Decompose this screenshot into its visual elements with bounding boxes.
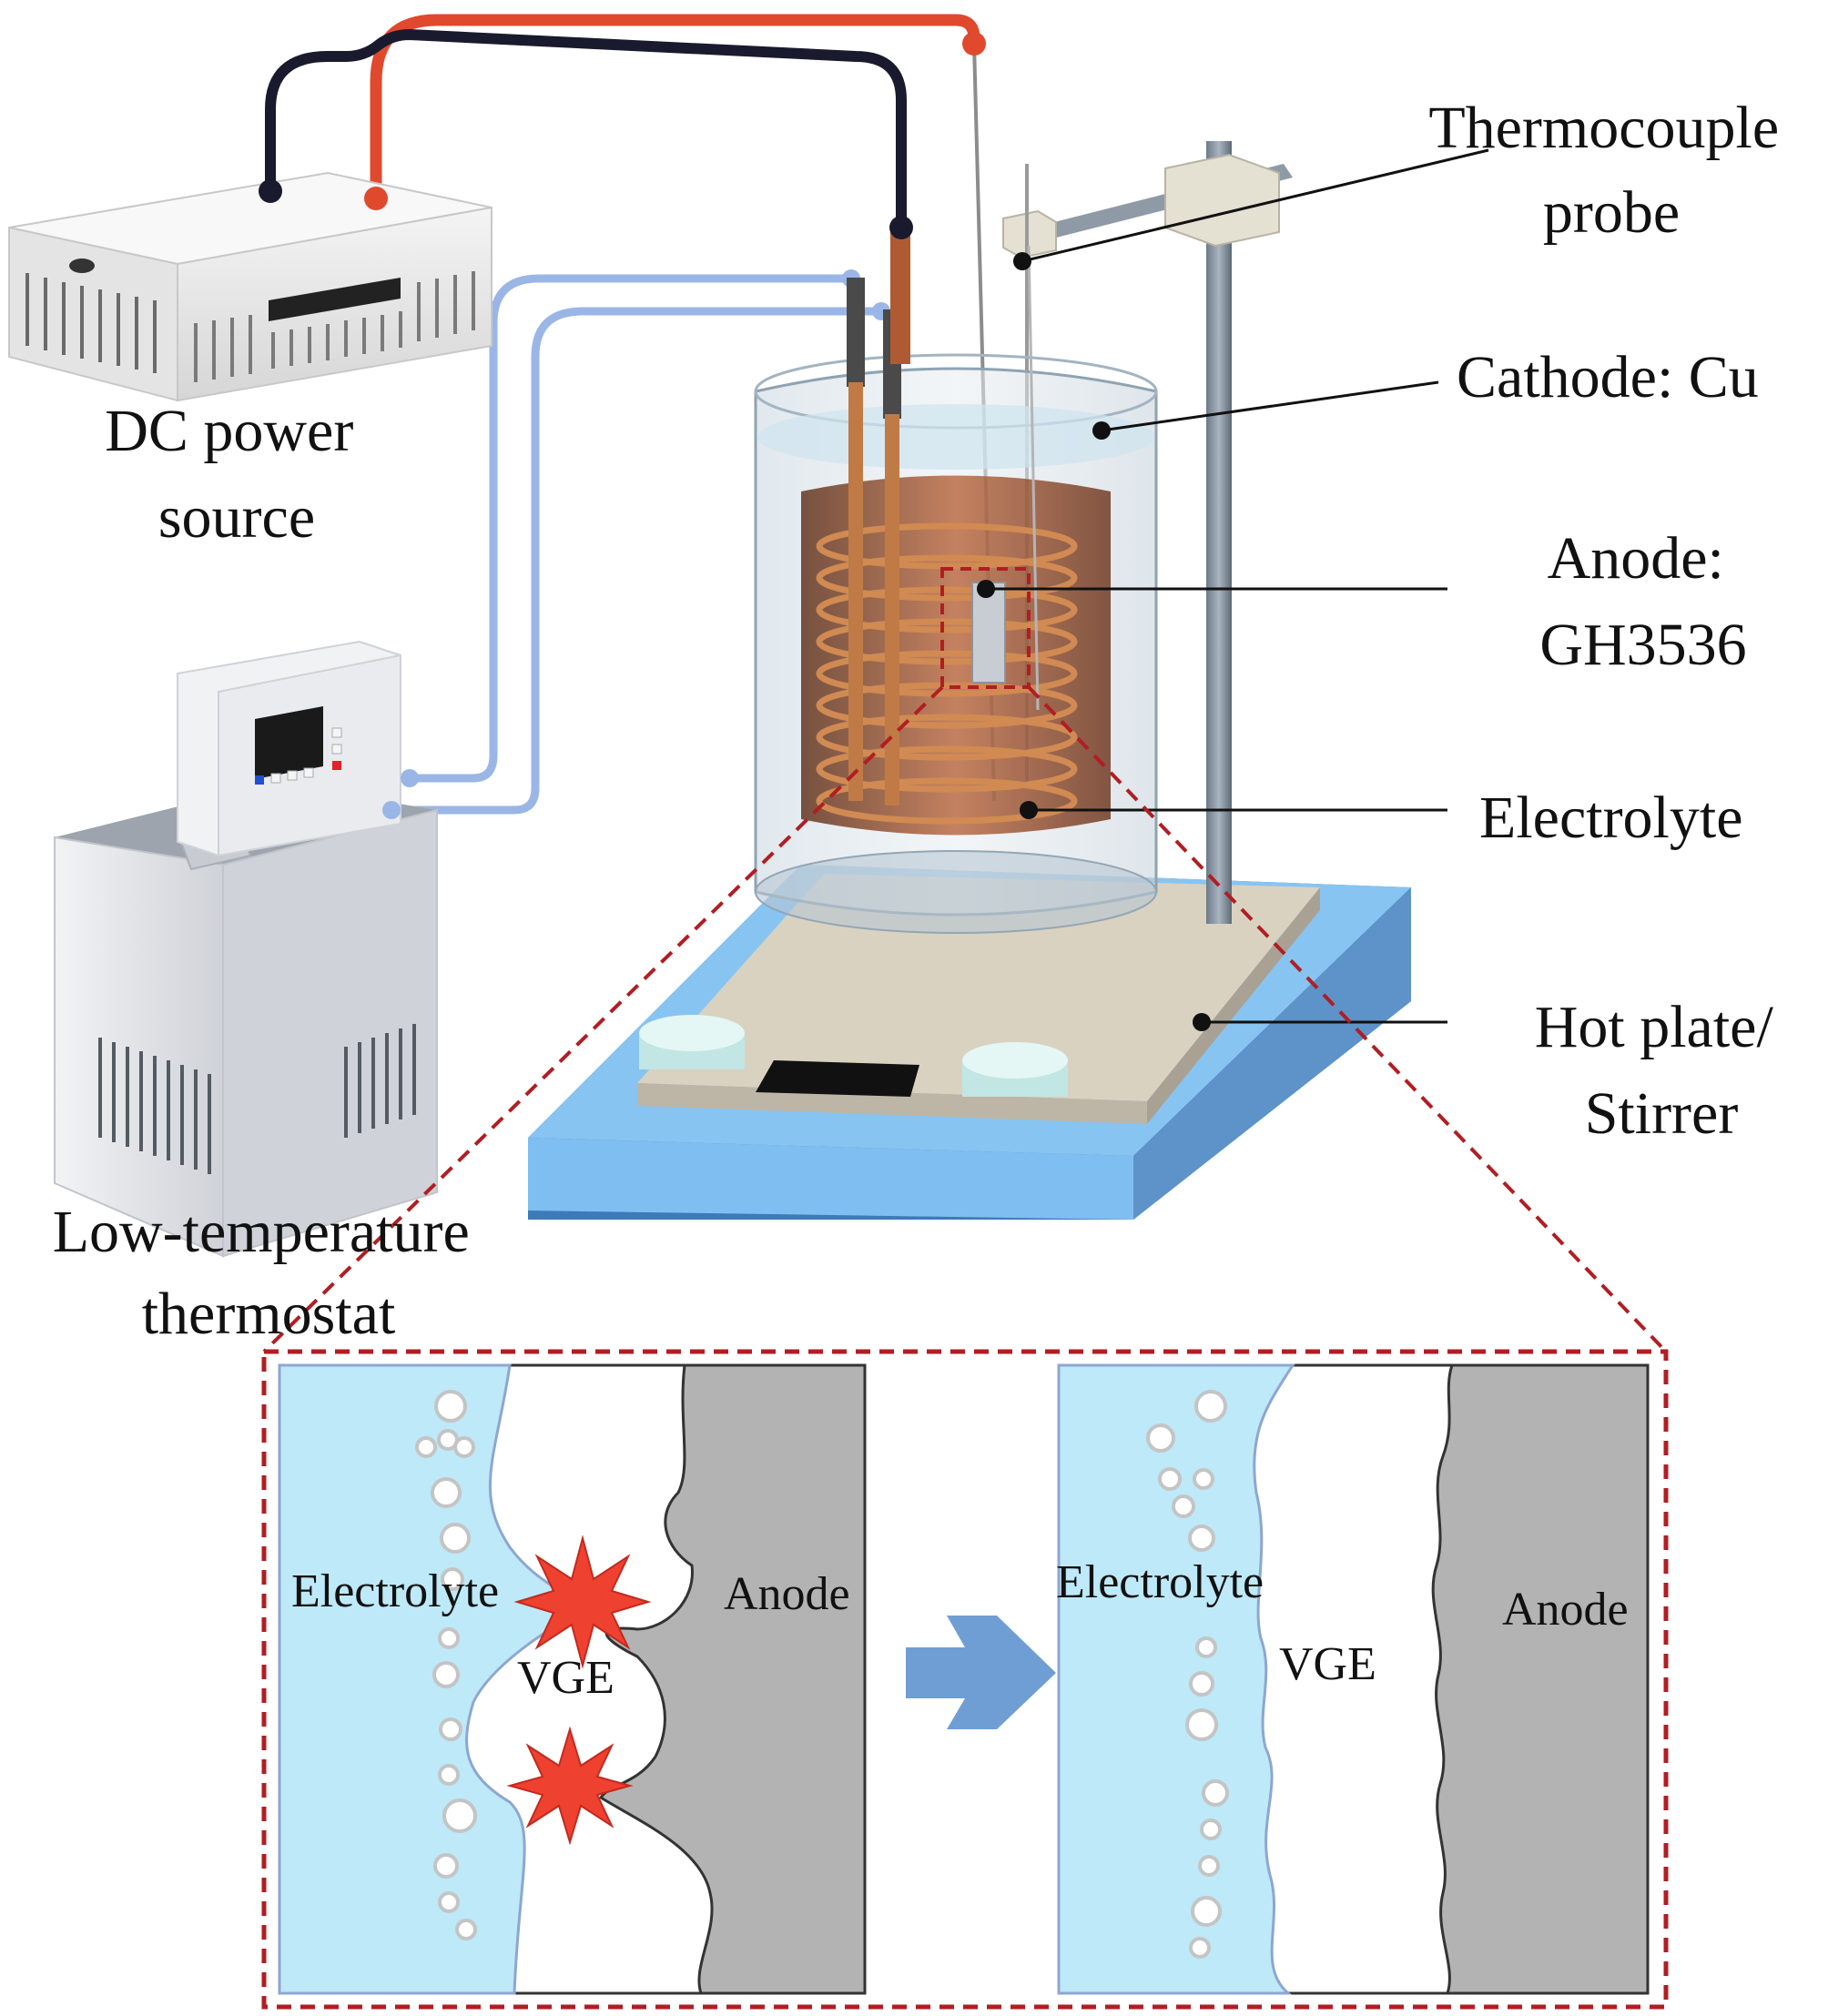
dc-terminal-black	[259, 179, 282, 203]
right-electrolyte-text: Electrolyte	[1056, 1556, 1264, 1608]
left-electrolyte-text: Electrolyte	[291, 1565, 499, 1617]
beaker-bottom	[755, 850, 1157, 934]
dc-power-knob	[69, 258, 95, 273]
thermocouple-label: Thermocouple probe	[1428, 95, 1793, 246]
dc-vents-left	[25, 273, 157, 373]
dc-display	[269, 278, 401, 321]
right-anode-text: Anode	[1502, 1584, 1629, 1636]
transition-arrow	[906, 1616, 1056, 1729]
red-wire-terminal	[962, 32, 986, 56]
thermocouple-pointer-dot	[1013, 252, 1031, 270]
beaker	[754, 216, 1158, 934]
callout-leaders	[986, 148, 1489, 1024]
right-electrolyte-region	[1057, 1363, 1295, 1995]
hotplate-pointer-dot	[1193, 1013, 1211, 1031]
cathode-terminal	[889, 216, 913, 239]
dc-vents-front	[194, 271, 475, 382]
left-anode-text: Anode	[724, 1568, 850, 1620]
anode-pointer-dot	[977, 580, 995, 598]
electrolyte-label: Electrolyte	[1479, 785, 1743, 851]
anode-zoom-box	[940, 567, 1031, 689]
probe-clamp	[1002, 209, 1057, 259]
red-wire	[370, 14, 980, 198]
coolant-tube-upper	[410, 274, 851, 783]
right-vge-text: VGE	[1279, 1638, 1376, 1690]
inset-left-panel: Electrolyte VGE Anode	[278, 1363, 867, 1995]
inset-right-panel: Electrolyte VGE Anode	[1056, 1363, 1650, 1995]
hot-plate-stirrer	[528, 865, 1411, 1220]
thermostat-port-lower	[382, 801, 401, 819]
left-anode-region	[598, 1363, 867, 1995]
dc-power-source	[8, 171, 493, 402]
zoom-projection	[262, 685, 1668, 1353]
low-temperature-thermostat	[54, 640, 438, 1258]
coolant-tube-lower	[391, 307, 881, 815]
left-vge-text: VGE	[517, 1652, 614, 1704]
cathode-label: Cathode: Cu	[1457, 344, 1759, 410]
black-wire	[265, 28, 907, 228]
dc-power-label: DC power source	[105, 398, 369, 551]
thermostat-vents	[98, 1024, 416, 1174]
discharge-spark-lower	[506, 1726, 634, 1846]
hotplate-label: Hot plate/ Stirrer	[1535, 994, 1789, 1147]
anode-specimen	[971, 582, 1006, 684]
left-electrolyte-region	[278, 1363, 585, 1995]
thermostat-port-upper	[401, 769, 419, 787]
thermostat-label: Low-temperature thermostat	[53, 1199, 485, 1347]
right-bubbles	[1146, 1390, 1229, 1959]
dc-terminal-red	[364, 187, 388, 210]
discharge-spark-upper	[513, 1535, 652, 1669]
right-anode-region	[1431, 1363, 1650, 1995]
copper-coil	[816, 522, 1078, 825]
anode-label: Anode: GH3536	[1539, 525, 1746, 678]
electrolyte-surface	[757, 404, 1154, 470]
thermostat-display	[255, 706, 323, 779]
cathode-pointer-dot	[1092, 421, 1111, 440]
stirrer-display	[756, 1060, 919, 1097]
electrolyte-pointer-dot	[1020, 801, 1038, 819]
left-bubbles	[415, 1390, 477, 1940]
